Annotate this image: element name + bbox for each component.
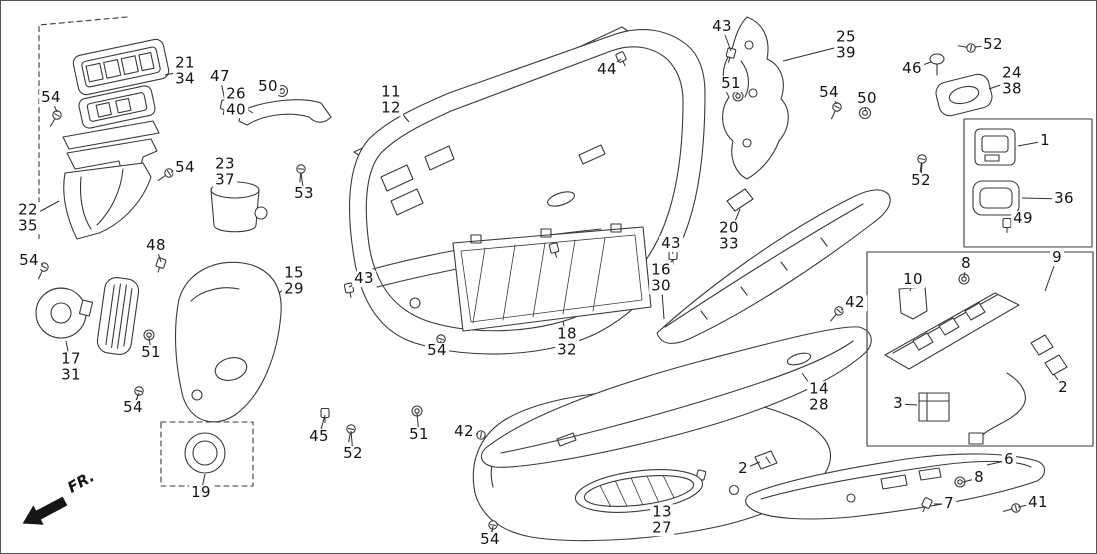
part-callout-50: 50 xyxy=(855,89,879,108)
dashed-guide-left xyxy=(38,16,128,242)
part-tweeter-speaker xyxy=(35,287,94,339)
part-callout-51: 51 xyxy=(407,425,431,444)
part-callout-1: 1 xyxy=(1038,131,1052,150)
part-callout-44: 44 xyxy=(595,60,619,79)
part-callout-45: 45 xyxy=(307,427,331,446)
group-switch-panel-box xyxy=(963,118,1093,248)
part-callout-54: 54 xyxy=(17,251,41,270)
part-callout-51: 51 xyxy=(139,343,163,362)
part-window-switch-panel-small xyxy=(78,85,156,129)
part-callout-10: 10 xyxy=(901,270,925,289)
part-callout-54: 54 xyxy=(173,158,197,177)
part-pull-pocket xyxy=(210,181,268,233)
part-callout-53: 53 xyxy=(292,184,316,203)
part-callout-43: 43 xyxy=(352,269,376,288)
part-switch-bracket-plate xyxy=(62,120,160,150)
part-callout-6: 6 xyxy=(1002,450,1016,469)
part-callout-36: 36 xyxy=(1052,189,1076,208)
part-window-switch-panel xyxy=(72,38,170,96)
part-callout-52: 52 xyxy=(981,35,1005,54)
part-rear-trim-panel xyxy=(745,450,1046,520)
part-callout-50: 50 xyxy=(256,77,280,96)
part-callout-2: 2 xyxy=(736,459,750,478)
part-speaker-ring xyxy=(184,432,226,474)
part-lock-knob xyxy=(929,53,945,76)
part-callout-47: 47 xyxy=(208,67,232,86)
part-callout-51: 51 xyxy=(719,74,743,93)
group-power-window-switch-box xyxy=(866,251,1094,447)
part-callout-52: 52 xyxy=(341,444,365,463)
part-callout-48: 48 xyxy=(144,236,168,255)
part-callout-7: 7 xyxy=(942,494,956,513)
part-lock-knob-bezel xyxy=(935,73,993,117)
part-callout-54: 54 xyxy=(39,88,63,107)
part-armrest-base xyxy=(63,138,158,240)
part-callout-52: 52 xyxy=(909,171,933,190)
part-corner-trim-panel xyxy=(174,261,282,423)
part-callout-54: 54 xyxy=(425,341,449,360)
part-callout-8: 8 xyxy=(959,254,973,273)
part-callout-49: 49 xyxy=(1011,209,1035,228)
part-callout-46: 46 xyxy=(900,59,924,78)
part-callout-8: 8 xyxy=(972,468,986,487)
part-courtesy-lamp-lens xyxy=(574,469,704,513)
part-callout-42: 42 xyxy=(452,422,476,441)
part-quarter-sash-trim xyxy=(656,188,891,344)
part-callout-9: 9 xyxy=(1050,248,1064,267)
part-speaker-grille xyxy=(96,277,140,355)
part-callout-54: 54 xyxy=(121,398,145,417)
part-callout-41: 41 xyxy=(1026,493,1050,512)
part-callout-3: 3 xyxy=(891,394,905,413)
part-grab-rail-bracket xyxy=(218,99,332,126)
fr-direction-arrow xyxy=(22,496,68,525)
part-callout-42: 42 xyxy=(843,293,867,312)
part-callout-43: 43 xyxy=(659,234,683,253)
part-front-pillar-garnish xyxy=(722,16,789,180)
part-callout-54: 54 xyxy=(817,83,841,102)
part-callout-43: 43 xyxy=(710,17,734,36)
part-callout-54: 54 xyxy=(478,530,502,549)
part-callout-2: 2 xyxy=(1056,378,1070,397)
part-inner-lower-panel xyxy=(452,223,652,332)
part-callout-19: 19 xyxy=(189,483,213,502)
part-armrest xyxy=(480,326,872,468)
